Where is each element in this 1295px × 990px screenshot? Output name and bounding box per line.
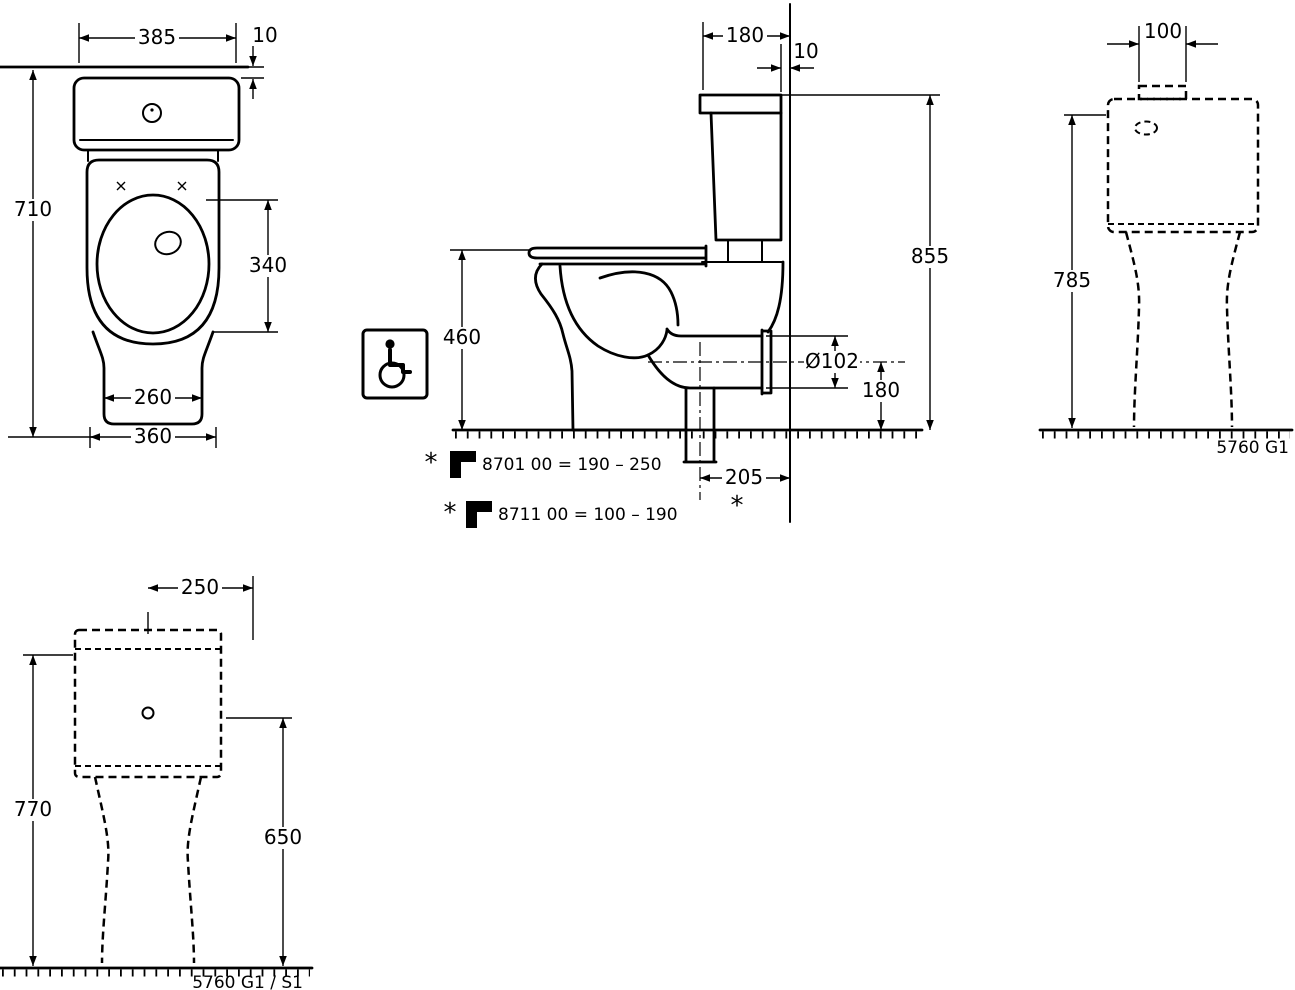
- footnote-2-star: *: [444, 498, 457, 528]
- plan-view: 385 10 710 340 260: [0, 23, 290, 448]
- cistern-lid: [698, 93, 783, 115]
- dim-cistern-180: 180: [702, 22, 790, 90]
- dim-label-340: 340: [249, 253, 287, 277]
- dim-wall-gap-10: 10: [241, 23, 278, 99]
- dim-label-770: 770: [14, 797, 52, 821]
- cistern-outline: [73, 628, 223, 779]
- dim-label-250: 250: [181, 575, 219, 599]
- outlet-offset-footnote-star: *: [731, 491, 744, 521]
- model-code: 5760 G1 / S1: [192, 973, 303, 990]
- flush-connection: [701, 239, 784, 263]
- dim-width-385: 385: [78, 23, 237, 63]
- dim-label-260: 260: [134, 385, 172, 409]
- inlet-stub: [1137, 84, 1188, 101]
- cistern-outline: [1106, 97, 1260, 234]
- dim-label-855: 855: [911, 244, 949, 268]
- dim-outlet-offset-205: 205 *: [700, 465, 790, 521]
- trap-top: [598, 270, 680, 327]
- dim-foot-260: 260: [104, 385, 202, 409]
- dim-center-250: 250: [148, 575, 254, 640]
- wheelchair-icon: [361, 328, 429, 400]
- front-view: 250 770 650 5760 G1 / S1: [0, 575, 314, 990]
- flush-button: [142, 103, 162, 123]
- foot-outline: [91, 330, 215, 426]
- dim-height-650: 650: [226, 717, 305, 966]
- dim-outlet-height-180: 180: [859, 362, 903, 430]
- rear-view: 100 785 5760 G1: [1038, 19, 1294, 458]
- dim-label-180-outlet: 180: [862, 378, 900, 402]
- pedestal-outline: [1124, 231, 1242, 428]
- flush-button-dot: [150, 108, 154, 112]
- dim-label-460: 460: [443, 325, 481, 349]
- dim-wallgap-10: 10: [757, 39, 819, 92]
- dim-depth-710: 710: [8, 70, 96, 438]
- cistern-body: [709, 111, 783, 242]
- cistern-outline: [72, 76, 241, 152]
- dim-label-dia102: Ø102: [805, 349, 859, 373]
- water-area: [154, 230, 182, 256]
- footnote-1-text: 8701 00 = 190 – 250: [482, 455, 662, 475]
- seat-outline: [85, 158, 221, 346]
- dim-height-785: 785: [1050, 114, 1106, 428]
- dim-label-360: 360: [134, 424, 172, 448]
- seat-hinge-marks: [116, 181, 187, 191]
- fixing-hole: [141, 706, 155, 720]
- dim-label-10: 10: [252, 23, 277, 47]
- outlet-bend-icon: [450, 451, 476, 478]
- dim-height-855: 855: [781, 94, 952, 430]
- outlet-pipe: [646, 327, 764, 390]
- dim-label-100: 100: [1144, 19, 1182, 43]
- body-side-joints: [87, 149, 219, 162]
- dim-seat-340: 340: [206, 199, 290, 333]
- dim-rim-460: 460: [440, 249, 532, 430]
- footnote-1: * 8701 00 = 190 – 250: [425, 448, 662, 478]
- cistern-lid-edge: [75, 648, 221, 767]
- footnote-2-text: 8711 00 = 100 – 190: [498, 505, 678, 525]
- dim-label-785: 785: [1053, 268, 1091, 292]
- dim-label-650: 650: [264, 825, 302, 849]
- dim-height-770: 770: [11, 654, 73, 966]
- pedestal-outline: [93, 776, 203, 964]
- dim-outlet-diameter: Ø102: [766, 335, 860, 389]
- side-view: 180 10 855 460 Ø102: [361, 3, 952, 528]
- model-code: 5760 G1: [1216, 438, 1289, 458]
- dim-base-360: 360: [89, 424, 217, 448]
- bowl-rear: [766, 260, 785, 334]
- dim-label-180-top: 180: [726, 23, 764, 47]
- bowl-outline: [534, 262, 575, 432]
- bowl-opening: [95, 193, 211, 335]
- footnote-1-star: *: [425, 448, 438, 478]
- seat-lid-profile: [527, 244, 708, 268]
- dim-inlet-100: 100: [1107, 19, 1218, 82]
- dim-label-10-side: 10: [793, 39, 818, 63]
- bowl-inner: [558, 264, 669, 360]
- dim-label-205: 205: [725, 465, 763, 489]
- dim-label-710: 710: [14, 197, 52, 221]
- overflow-hole: [1134, 120, 1158, 136]
- outlet-bend-icon: [466, 501, 492, 528]
- dim-label-385: 385: [138, 25, 176, 49]
- footnote-2: * 8711 00 = 100 – 190: [444, 498, 678, 528]
